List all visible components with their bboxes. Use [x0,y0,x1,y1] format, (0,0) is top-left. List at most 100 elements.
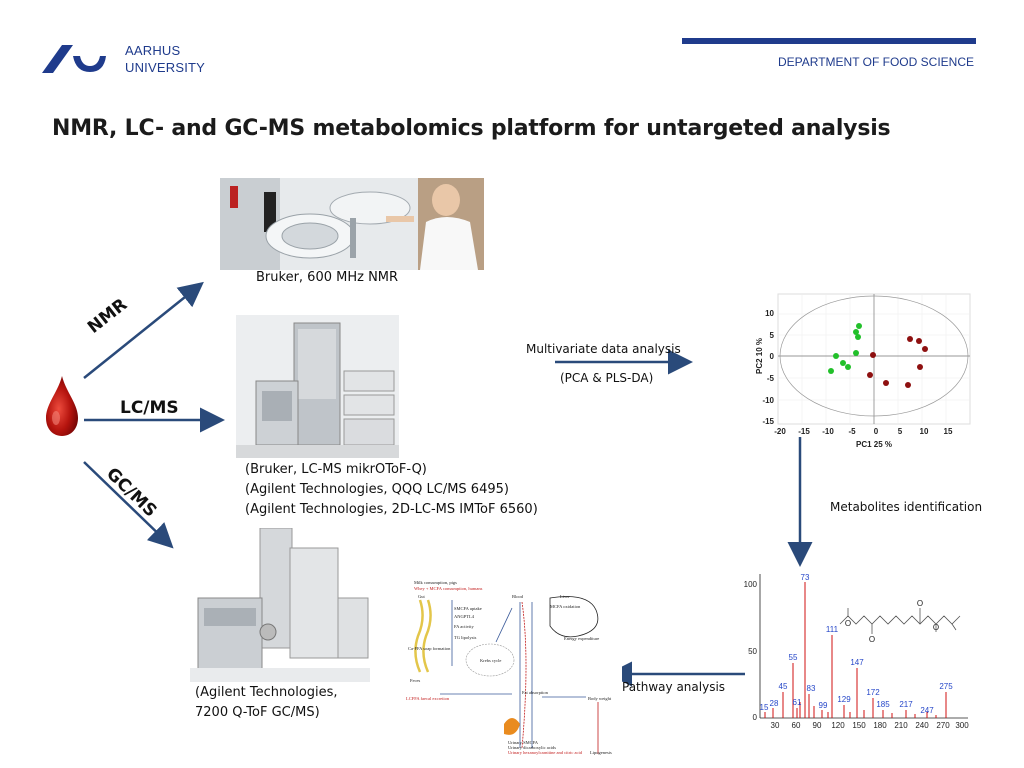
ms-xtick: 210 [894,721,908,730]
ms-x-ticks: 30 60 90 120 150 180 210 240 270 300 [771,721,970,730]
pathway-bottom-line: Urinary dicarboxylic acids [508,745,556,750]
ms-xtick: 60 [792,721,801,730]
pca-xtick: 0 [874,427,879,436]
pca-xtick: -5 [848,427,856,436]
pca-ytick: 5 [770,331,775,340]
ms-structure [839,608,961,634]
pathway-item: Krebs cycle [480,658,501,663]
lcms-instrument-list: (Bruker, LC-MS mikrOToF-Q) (Agilent Tech… [245,460,538,520]
pca-point-red [867,372,873,378]
ms-xtick: 300 [955,721,969,730]
pathway-label-blood: Blood [512,594,524,599]
lcms-instrument-2: (Agilent Technologies, QQQ LC/MS 6495) [245,482,509,497]
ms-peak-label: 83 [807,684,816,693]
pca-point-green [840,360,846,366]
ms-xtick: 150 [852,721,866,730]
ms-structure-atom: O [845,619,851,628]
ms-peak-label: 61 [793,698,802,707]
ms-peak-label: 99 [819,701,828,710]
ms-peak-label: 129 [837,695,851,704]
pca-ytick: 10 [765,309,774,318]
pca-point-green [856,323,862,329]
blood-drop-icon [46,376,78,436]
aarhus-university-logo [42,45,106,73]
pca-point-green [833,353,839,359]
pathway-analysis-label: Pathway analysis [622,680,726,694]
pca-point-green [845,364,851,370]
ms-peak-label: 185 [876,700,890,709]
ms-structure-atom: O [917,599,923,608]
pca-point-red [916,338,922,344]
multivariate-label: Multivariate data analysis [526,342,681,356]
pca-point-green [828,368,834,374]
pca-xtick: 15 [944,427,953,436]
header-bar [682,38,976,44]
pca-point-green [853,350,859,356]
ms-xtick: 270 [936,721,950,730]
lcms-instrument-3: (Agilent Technologies, 2D-LC-MS IMToF 65… [245,502,538,517]
pca-xlabel: PC1 25 % [856,440,892,449]
lcms-branch-label: LC/MS [120,398,179,418]
ms-peak-label: 28 [770,699,779,708]
ms-peaks [764,582,947,718]
pca-point-red [883,380,889,386]
ms-peak-label: 55 [789,653,798,662]
pca-point-red [922,346,928,352]
ms-peak-label: 45 [779,682,788,691]
gcms-instrument-line-2: 7200 Q-ToF GC/MS) [195,705,320,720]
pca-score-plot: 10 5 0 -5 -10 -15 -20 -15 -10 -5 0 5 10 … [755,293,971,449]
pathway-item: Fat absorption [522,690,549,695]
pca-plsda-label: (PCA & PLS-DA) [560,371,654,385]
pca-xtick: -15 [798,427,810,436]
ms-peak-label: 247 [920,706,934,715]
pca-red-group [867,336,928,388]
ms-xtick: 240 [915,721,929,730]
ms-structure-atom: O [933,623,939,632]
gcms-instrument-label: (Agilent Technologies, 7200 Q-ToF GC/MS) [195,683,338,723]
pathway-item: TG lipolysis [454,635,477,640]
ms-peak-labels: 73 111 55 147 45 83 15 28 61 99 129 172 … [760,573,954,715]
pca-point-red [907,336,913,342]
pathway-item: MCFA oxidation [550,604,581,609]
ms-ytick: 0 [753,713,758,722]
pca-point-red [870,352,876,358]
ms-ytick: 50 [748,647,757,656]
pathway-item: LCFFA faecal excretion [406,696,450,701]
ms-ytick: 100 [744,580,758,589]
lcms-instrument-1: (Bruker, LC-MS mikrOToF-Q) [245,462,427,477]
pca-xtick: 5 [898,427,903,436]
page-title: NMR, LC- and GC-MS metabolomics platform… [52,116,891,141]
pca-ytick: -15 [762,417,774,426]
gcms-instrument-line-1: (Agilent Technologies, [195,685,338,700]
ms-xtick: 90 [813,721,822,730]
ms-structure-atom: O [869,635,875,644]
ms-peak-label: 111 [826,625,839,634]
pca-xtick: -20 [774,427,786,436]
pathway-item: ANGPTL4 [454,614,475,619]
lcms-photo [236,315,399,458]
gcms-photo [190,528,370,682]
pca-ylabel: PC2 10 % [755,338,764,374]
ms-peak-label: 275 [939,682,953,691]
pca-x-ticks: -20 -15 -10 -5 0 5 10 15 [774,427,953,436]
ms-peak-label: 217 [899,700,913,709]
logo-text: AARHUS UNIVERSITY [125,42,205,76]
pathway-bottom-line: Urinary hexanoylcarnitine and citric aci… [508,750,583,755]
metabolites-identification-label: Metabolites identification [830,500,983,514]
pca-point-green [853,329,859,335]
pca-point-green [855,334,861,340]
nmr-instrument-label: Bruker, 600 MHz NMR [256,270,399,285]
pathway-lipogenesis: Lipogenesis [590,750,612,755]
ms-xtick: 120 [831,721,845,730]
pca-green-group [828,323,862,374]
ms-xtick: 30 [771,721,780,730]
pathway-label-gut: Gut [418,594,425,599]
ms-peak-label: 147 [850,658,864,667]
pca-y-ticks: 10 5 0 -5 -10 -15 [762,309,774,426]
pca-ytick: 0 [770,352,775,361]
pca-point-red [905,382,911,388]
ms-peak-label: 15 [760,703,769,712]
ms-peak-label: 73 [801,573,810,582]
ms-xtick: 180 [873,721,887,730]
